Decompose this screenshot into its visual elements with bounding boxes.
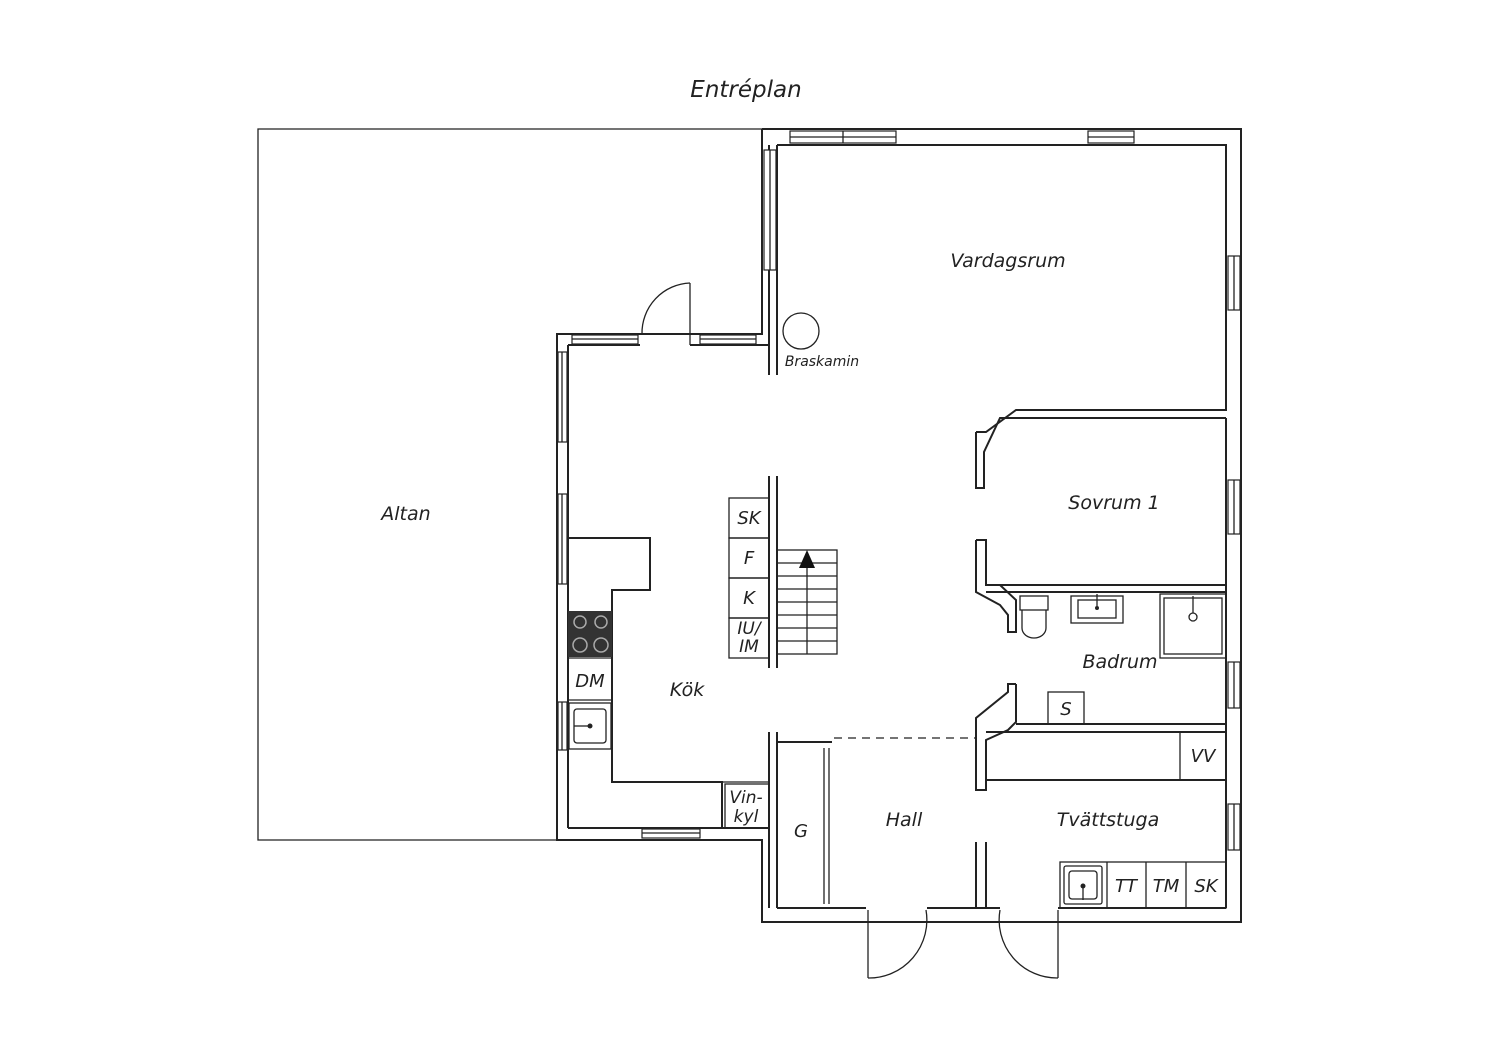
shower-icon — [1159, 593, 1227, 659]
room-label-vardagsrum: Vardagsrum — [950, 250, 1065, 272]
plan-title: Entréplan — [690, 77, 801, 103]
label-sk-kitchen: SK — [737, 508, 761, 529]
label-s: S — [1060, 699, 1071, 720]
laundry-row — [1059, 861, 1227, 909]
label-iu: IU/ — [737, 619, 762, 639]
room-label-sovrum: Sovrum 1 — [1068, 492, 1159, 514]
label-kyl: kyl — [734, 807, 759, 827]
room-label-badrum: Badrum — [1082, 651, 1157, 673]
toilet-icon — [1019, 595, 1049, 639]
room-label-kok: Kök — [670, 679, 705, 701]
label-k: K — [743, 588, 756, 609]
outer-walls — [556, 128, 1242, 923]
braskamin-icon — [782, 312, 820, 350]
vinkyl-box — [724, 783, 770, 829]
label-tt: TT — [1115, 876, 1139, 897]
label-g: G — [794, 821, 808, 842]
doors — [641, 282, 1059, 979]
label-tm: TM — [1153, 876, 1180, 897]
kitchen-appliance-column — [728, 497, 770, 659]
bath-sink-icon — [1070, 594, 1124, 624]
room-label-altan: Altan — [379, 503, 430, 525]
altan-outline — [257, 128, 762, 841]
label-f: F — [744, 548, 755, 569]
vv-box — [1179, 731, 1227, 781]
label-vv: VV — [1191, 746, 1217, 767]
windows — [557, 130, 1241, 851]
kitchen-sink-icon — [568, 702, 612, 750]
stair-icon — [776, 549, 838, 655]
label-vin: Vin- — [729, 788, 762, 808]
label-dm: DM — [575, 671, 605, 692]
label-sk-laundry: SK — [1194, 876, 1218, 897]
s-box — [1047, 691, 1085, 725]
braskamin-label: Braskamin — [785, 354, 859, 370]
room-label-tvattstuga: Tvättstuga — [1057, 809, 1160, 831]
room-label-hall: Hall — [886, 809, 923, 831]
label-im: IM — [739, 637, 759, 657]
stove-icon — [568, 611, 612, 657]
